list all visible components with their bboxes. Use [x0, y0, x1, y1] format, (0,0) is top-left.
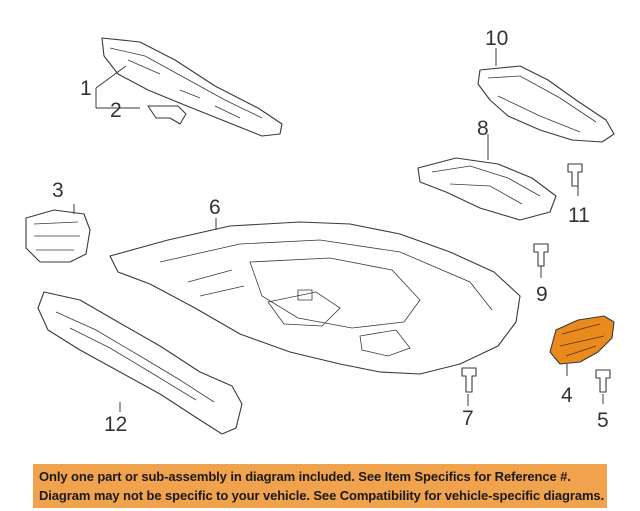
part-6-engine-under-cover [109, 221, 521, 375]
callout-7: 7 [462, 407, 474, 430]
callout-2: 2 [110, 99, 122, 122]
callout-8: 8 [477, 117, 489, 140]
callout-5: 5 [597, 409, 609, 432]
callout-9: 9 [536, 283, 548, 306]
callout-12: 12 [104, 413, 127, 436]
part-10-right-shield [477, 65, 615, 143]
part-11-fastener [567, 163, 583, 187]
part-5-fastener [595, 369, 611, 393]
callout-1: 1 [80, 77, 92, 100]
part-1-front-upper-shield [101, 37, 283, 137]
leader-lines [73, 48, 604, 412]
disclaimer-line-2: Diagram may not be specific to your vehi… [39, 488, 605, 503]
callout-11: 11 [568, 204, 590, 227]
callout-3: 3 [52, 179, 64, 202]
disclaimer-line-1: Only one part or sub-assembly in diagram… [39, 469, 571, 484]
part-12-lower-spoiler [37, 291, 243, 435]
part-8-rear-shield [417, 157, 557, 221]
callout-6: 6 [209, 196, 221, 219]
callout-4: 4 [561, 384, 573, 407]
part-4-highlighted-shield [549, 315, 615, 365]
callout-10: 10 [485, 27, 508, 50]
parts-diagram: 1 2 3 4 5 6 7 8 9 10 11 12 [25, 27, 615, 436]
part-3-side-shield [25, 209, 91, 263]
disclaimer-banner: Only one part or sub-assembly in diagram… [33, 464, 607, 508]
part-9-fastener [533, 243, 549, 267]
part-7-fastener [461, 367, 477, 393]
part-2-clip-bracket [147, 105, 187, 125]
